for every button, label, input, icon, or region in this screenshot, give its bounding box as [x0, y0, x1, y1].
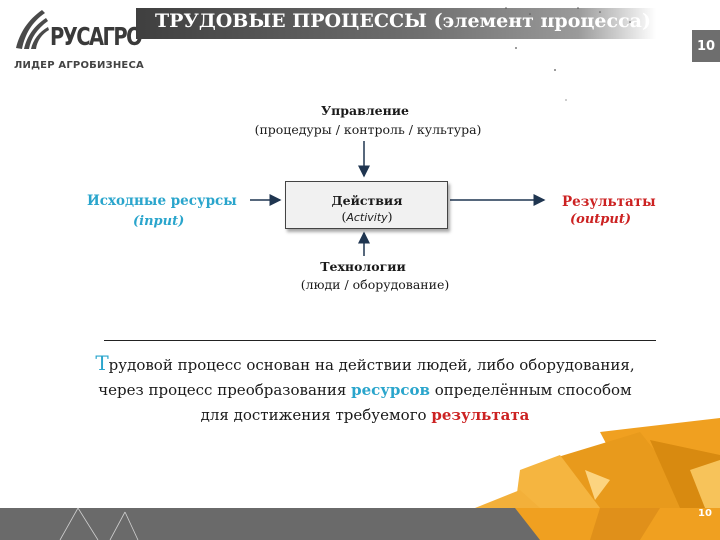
footer-page-number: 10	[698, 508, 712, 519]
page-number-badge: 10	[692, 30, 720, 62]
divider-line	[104, 340, 656, 341]
gold-shards-decoration	[475, 418, 720, 508]
mechanism-subtitle: (люди / оборудование)	[300, 277, 450, 292]
control-title: Управление	[321, 103, 409, 118]
activity-subtitle: (Activity)	[285, 209, 449, 224]
description-line-1: Трудовой процесс основан на действии люд…	[95, 351, 635, 375]
control-subtitle: (процедуры / контроль / культура)	[254, 122, 482, 137]
input-title: Исходные ресурсы	[87, 193, 237, 209]
wheat-logo-icon	[16, 10, 49, 49]
title-bar	[136, 8, 656, 39]
output-subtitle: (output)	[570, 212, 631, 227]
rusagro-logo: РУСАГРО ЛИДЕР АГРОБИЗНЕСА	[12, 8, 144, 74]
output-title: Результаты	[562, 194, 656, 210]
logo-name: РУСАГРО	[50, 22, 143, 51]
input-subtitle: (input)	[133, 214, 185, 229]
result-highlight: результата	[431, 406, 530, 424]
footer-bar	[0, 508, 720, 540]
activity-title: Действия	[331, 193, 403, 208]
activity-open-paren: (	[341, 209, 347, 224]
activity-close-paren: )	[387, 209, 393, 224]
resources-highlight: ресурсов	[351, 381, 430, 399]
description-line-3: для достижения требуемого результата	[200, 406, 530, 424]
logo-tagline: ЛИДЕР АГРОБИЗНЕСА	[14, 60, 144, 71]
slide-title: ТРУДОВЫЕ ПРОЦЕССЫ (элемент процесса)	[155, 10, 651, 32]
mechanism-title: Технологии	[320, 259, 406, 274]
activity-subtitle-text: Activity	[346, 211, 388, 224]
description-dropcap: Т	[95, 351, 109, 375]
description-text: Трудовой процесс основан на действии люд…	[90, 351, 640, 428]
description-line-2: через процесс преобразования ресурсов оп…	[98, 381, 632, 399]
activity-box	[285, 181, 448, 229]
